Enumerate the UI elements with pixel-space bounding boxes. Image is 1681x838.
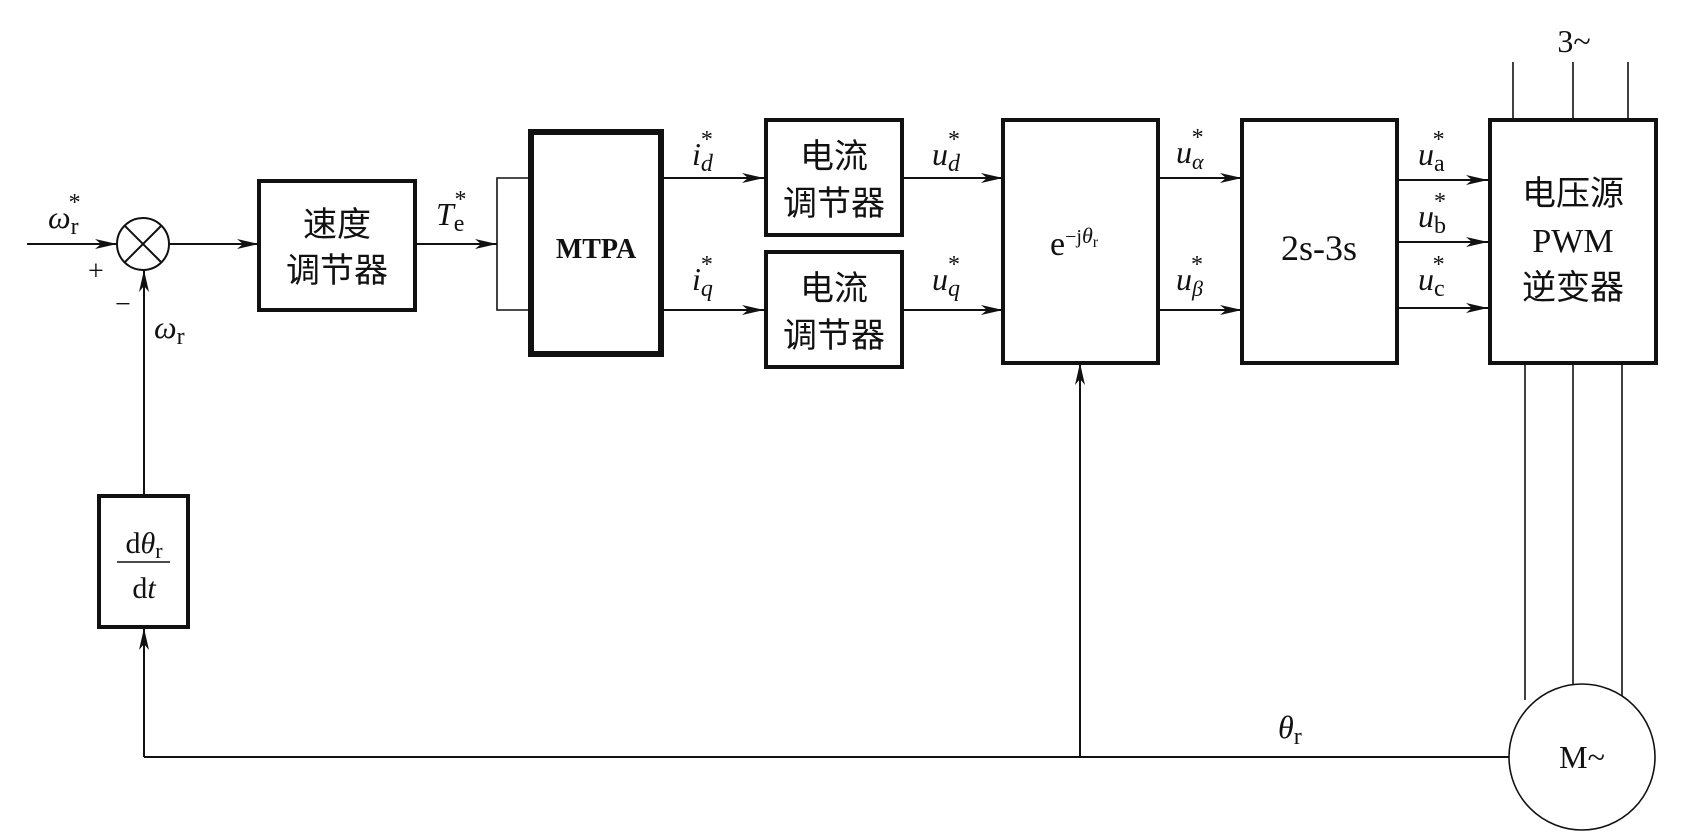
current-regulator-d-line2: 调节器 bbox=[783, 184, 885, 224]
uc-ref-symbol: u bbox=[1418, 261, 1434, 297]
speed-regulator-block bbox=[257, 179, 417, 312]
inverse-park-theta-sub: r bbox=[1093, 234, 1099, 251]
inverse-park-base: e bbox=[1050, 226, 1065, 263]
derivative-denominator: dt bbox=[132, 572, 156, 605]
ualpha-ref-symbol: u bbox=[1176, 134, 1192, 170]
iq-ref-symbol: i bbox=[692, 261, 701, 297]
ub-ref-symbol: u bbox=[1418, 198, 1434, 234]
inverter-line3: 逆变器 bbox=[1522, 268, 1624, 308]
uq-ref-sub: q bbox=[948, 276, 960, 302]
inverter-block bbox=[1488, 118, 1658, 365]
inverter-line1: 电压源 bbox=[1522, 174, 1624, 214]
iq-ref-label: iq* bbox=[692, 252, 713, 302]
omega-fb-symbol: ω bbox=[154, 309, 177, 345]
current-regulator-d-block bbox=[764, 118, 904, 237]
speed-regulator-line1: 速度 bbox=[303, 205, 371, 245]
speed-regulator-line2: 调节器 bbox=[286, 251, 388, 291]
torque-ref-sub: e bbox=[454, 211, 465, 237]
id-ref-symbol: i bbox=[692, 136, 701, 172]
ub-ref-label: ub* bbox=[1418, 189, 1446, 239]
derivative-num-d: d bbox=[125, 527, 140, 560]
inverter-line2: PWM bbox=[1532, 223, 1613, 260]
ua-ref-label: ua* bbox=[1418, 127, 1445, 177]
current-regulator-q-line1: 电流 bbox=[800, 269, 868, 309]
torque-ref-symbol: T bbox=[436, 196, 456, 232]
ua-ref-symbol: u bbox=[1418, 136, 1434, 172]
theta-r-symbol: θ bbox=[1278, 709, 1294, 745]
ubeta-ref-label: uβ* bbox=[1176, 252, 1203, 301]
torque-ref-label: Te* bbox=[436, 187, 466, 237]
omega-ref-sup: * bbox=[69, 190, 81, 216]
current-regulator-d-line1: 电流 bbox=[800, 137, 868, 177]
torque-ref-sup: * bbox=[454, 187, 466, 213]
ud-ref-label: ud* bbox=[932, 127, 961, 177]
motor-label: M~ bbox=[1559, 739, 1605, 775]
id-ref-sub: d bbox=[701, 151, 714, 177]
ud-ref-symbol: u bbox=[932, 136, 948, 172]
iq-ref-sup: * bbox=[701, 252, 713, 278]
mtpa-label: MTPA bbox=[556, 234, 637, 265]
omega-ref-symbol: ω bbox=[48, 199, 71, 235]
omega-fb-sub: r bbox=[177, 324, 185, 350]
iq-ref-sub: q bbox=[701, 276, 713, 302]
ud-ref-sub: d bbox=[948, 151, 961, 177]
derivative-numerator: dθr bbox=[125, 527, 163, 563]
mtpa-input-bracket bbox=[496, 177, 531, 311]
ub-ref-sub: b bbox=[1434, 213, 1446, 239]
mtpa-block bbox=[528, 129, 664, 357]
uq-ref-symbol: u bbox=[932, 261, 948, 297]
clarke-2s3s-label: 2s-3s bbox=[1281, 228, 1357, 268]
plus-sign: + bbox=[88, 256, 104, 287]
derivative-den-t: t bbox=[147, 572, 156, 605]
inverse-park-label: e−jθr bbox=[1050, 223, 1099, 263]
motor-phase-lines bbox=[1524, 363, 1623, 700]
ualpha-ref-sub: α bbox=[1192, 149, 1204, 174]
ubeta-ref-sub: β bbox=[1191, 276, 1203, 301]
clarke-2s3s-block bbox=[1240, 118, 1399, 365]
inverse-park-exponent: −j bbox=[1065, 226, 1082, 248]
uq-ref-label: uq* bbox=[932, 252, 960, 302]
ua-ref-sup: * bbox=[1433, 127, 1445, 153]
supply-label: 3~ bbox=[1557, 23, 1590, 59]
ualpha-ref-label: uα* bbox=[1176, 125, 1204, 174]
id-ref-label: id* bbox=[692, 127, 714, 177]
omega-ref-sub: r bbox=[71, 214, 79, 240]
ud-ref-sup: * bbox=[948, 127, 960, 153]
summing-junction bbox=[116, 217, 170, 271]
theta-r-sub: r bbox=[1294, 724, 1302, 750]
ubeta-ref-sup: * bbox=[1191, 252, 1203, 278]
inverse-park-theta: θ bbox=[1082, 223, 1093, 248]
current-regulator-q-line2: 调节器 bbox=[783, 316, 885, 356]
uc-ref-label: uc* bbox=[1418, 252, 1445, 302]
supply-lines bbox=[1512, 62, 1629, 120]
derivative-den-d: d bbox=[132, 572, 147, 605]
id-ref-sup: * bbox=[701, 127, 713, 153]
uc-ref-sub: c bbox=[1434, 276, 1445, 302]
ubeta-ref-symbol: u bbox=[1176, 261, 1192, 297]
derivative-num-theta: θ bbox=[140, 527, 155, 560]
minus-sign: − bbox=[115, 289, 131, 320]
derivative-num-sub: r bbox=[155, 538, 163, 563]
uc-ref-sup: * bbox=[1433, 252, 1445, 278]
ua-ref-sub: a bbox=[1434, 151, 1445, 177]
ualpha-ref-sup: * bbox=[1192, 125, 1204, 151]
current-regulator-q-block bbox=[764, 250, 904, 369]
ub-ref-sup: * bbox=[1434, 189, 1446, 215]
uq-ref-sup: * bbox=[948, 252, 960, 278]
omega-fb-label: ωr bbox=[154, 309, 185, 350]
omega-ref-label: ωr* bbox=[48, 190, 81, 240]
theta-r-label: θr bbox=[1278, 709, 1302, 750]
